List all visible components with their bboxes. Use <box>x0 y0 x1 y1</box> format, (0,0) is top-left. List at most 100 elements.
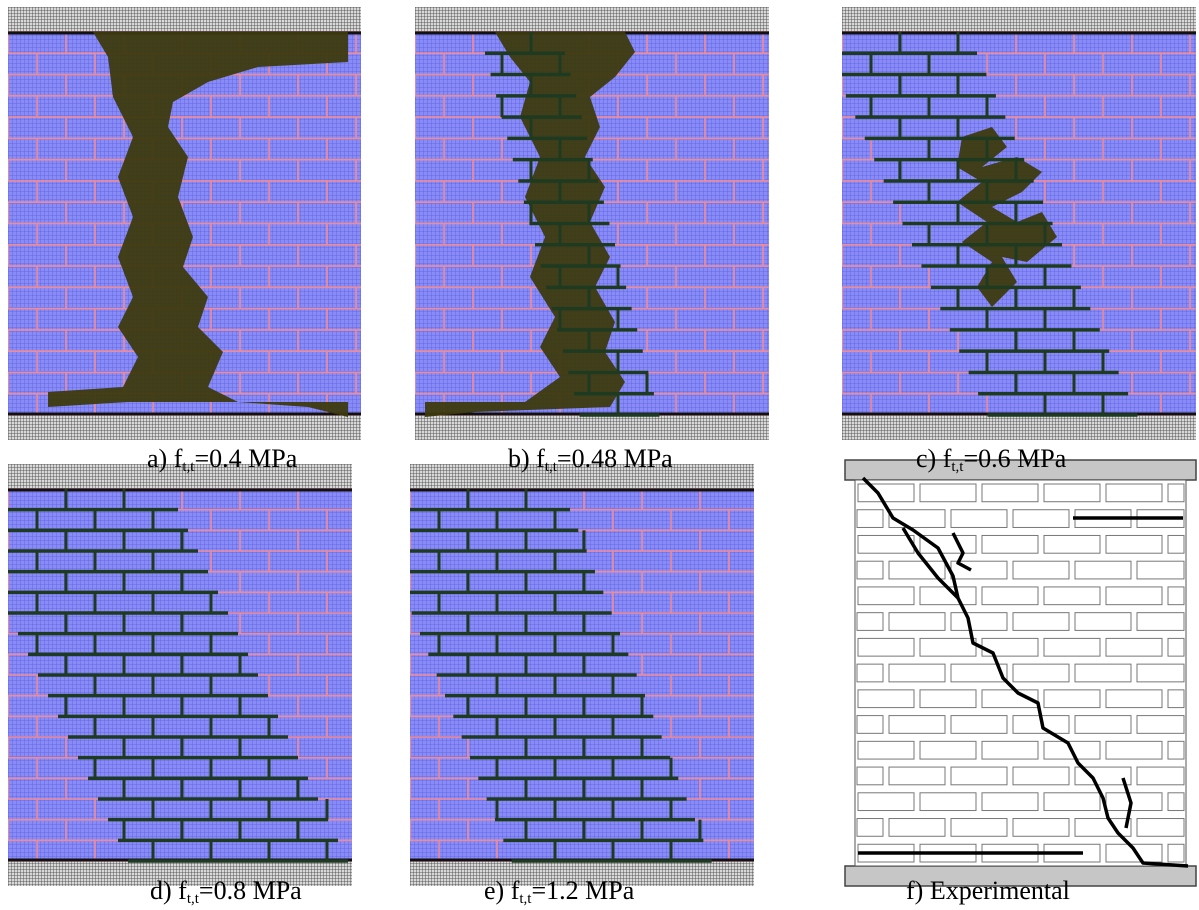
bottom-platen <box>415 415 769 440</box>
brick <box>950 818 1008 837</box>
brick <box>950 663 1008 683</box>
brick <box>1167 637 1185 657</box>
open-joints <box>842 32 1138 417</box>
brick <box>1105 843 1163 863</box>
bottom-platen <box>8 415 361 440</box>
caption-d-value: =0.8 MPa <box>198 876 302 905</box>
experimental-wall-sketch <box>844 459 1197 887</box>
brick <box>981 483 1039 503</box>
brick <box>1043 586 1101 606</box>
brick <box>1074 612 1132 631</box>
brick <box>950 612 1008 631</box>
brick <box>1074 766 1132 786</box>
brick <box>1012 766 1070 786</box>
brick <box>857 792 915 812</box>
caption-e-prefix: e) f <box>484 876 520 905</box>
brick <box>981 534 1039 554</box>
brick <box>981 586 1039 606</box>
brick <box>1105 792 1163 812</box>
caption-a-value: =0.4 MPa <box>194 444 298 473</box>
brick <box>1012 509 1070 528</box>
experimental-crack-right <box>1121 777 1133 829</box>
experimental-wall <box>844 459 1197 887</box>
brick <box>1043 534 1101 554</box>
brick <box>856 715 884 734</box>
top-platen <box>8 7 361 32</box>
brick <box>919 689 977 709</box>
brick <box>1105 483 1163 503</box>
panel-d-simulation <box>8 464 352 886</box>
brick <box>1012 612 1070 631</box>
caption-c-prefix: c) f <box>916 444 952 473</box>
caption-c-subscript: t,t <box>951 459 964 475</box>
caption-d: d) ft,t=0.8 MPa <box>150 876 302 907</box>
brick <box>1105 689 1163 709</box>
caption-d-subscript: t,t <box>186 891 199 907</box>
brick <box>1136 560 1185 580</box>
brick <box>888 715 946 734</box>
caption-e: e) ft,t=1.2 MPa <box>484 876 634 907</box>
brick <box>1167 534 1185 554</box>
brick <box>981 792 1039 812</box>
bottom-platen <box>8 861 352 886</box>
brick <box>857 483 915 503</box>
brick <box>1167 740 1185 760</box>
top-platen <box>8 464 352 489</box>
brick <box>919 792 977 812</box>
brick <box>1012 560 1070 580</box>
brick <box>888 663 946 683</box>
brick <box>1074 715 1132 734</box>
caption-b: b) ft,t=0.48 MPa <box>508 444 673 475</box>
bottom-platen <box>842 415 1196 440</box>
experimental-crack-main <box>861 476 1189 868</box>
brick <box>981 740 1039 760</box>
wall-mesh-b <box>415 7 769 440</box>
brick <box>1105 740 1163 760</box>
brick <box>1012 818 1070 837</box>
brick <box>857 637 915 657</box>
top-platen <box>415 7 769 32</box>
brick <box>1105 586 1163 606</box>
brick <box>950 766 1008 786</box>
brick <box>1136 612 1185 631</box>
brick <box>919 637 977 657</box>
wall-mesh-d <box>8 464 352 886</box>
brick <box>1043 792 1101 812</box>
brick <box>857 689 915 709</box>
brick <box>856 663 884 683</box>
brick <box>1136 818 1185 837</box>
wall-mesh-a <box>8 7 361 440</box>
brick <box>1043 637 1101 657</box>
brick <box>888 766 946 786</box>
caption-b-subscript: t,t <box>544 459 557 475</box>
panel-e-simulation <box>410 464 754 886</box>
brick <box>856 560 884 580</box>
brick <box>1167 792 1185 812</box>
caption-b-value: =0.48 MPa <box>556 444 673 473</box>
brick <box>919 740 977 760</box>
caption-a: a) ft,t=0.4 MPa <box>147 444 298 475</box>
brick <box>888 612 946 631</box>
brick <box>1167 483 1185 503</box>
brick <box>1167 689 1185 709</box>
caption-b-prefix: b) f <box>508 444 545 473</box>
caption-a-subscript: t,t <box>182 459 195 475</box>
brick <box>1136 715 1185 734</box>
brick <box>950 715 1008 734</box>
caption-d-prefix: d) f <box>150 876 187 905</box>
experimental-crack-secondary <box>901 527 960 600</box>
brick <box>1136 766 1185 786</box>
brick <box>1043 689 1101 709</box>
brick <box>856 612 884 631</box>
brick <box>1074 663 1132 683</box>
brick <box>1136 663 1185 683</box>
panel-a-simulation <box>8 7 361 440</box>
caption-f: f) Experimental <box>906 876 1070 906</box>
brick <box>856 818 884 837</box>
caption-c-value: =0.6 MPa <box>963 444 1067 473</box>
brick <box>857 586 915 606</box>
brick <box>888 818 946 837</box>
brick <box>888 560 946 580</box>
brick <box>1167 843 1185 863</box>
brick <box>1074 818 1132 837</box>
